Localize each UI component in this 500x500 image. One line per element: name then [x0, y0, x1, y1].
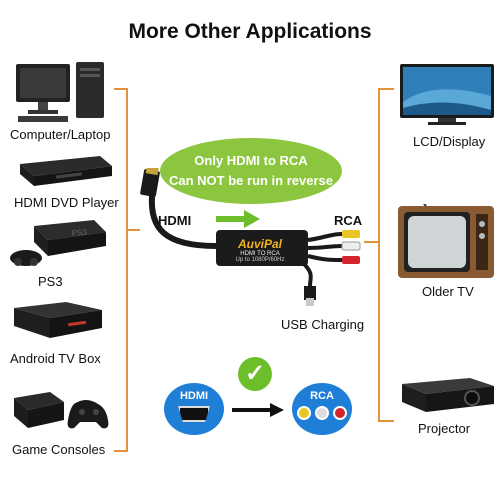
flow-arrow-icon	[232, 403, 284, 417]
adapter-cable-illustration	[140, 168, 361, 306]
rca-badge: RCA	[292, 383, 352, 435]
projector-icon	[402, 378, 494, 412]
rca-label: RCA	[334, 213, 363, 228]
svg-text:PS3: PS3	[71, 227, 88, 238]
right-bracket	[378, 88, 394, 422]
left-bracket	[114, 88, 128, 452]
game-console-icon	[14, 392, 109, 429]
left-connector	[126, 229, 140, 231]
adapter-brand: AuviPal	[237, 237, 282, 251]
left-label-dvd: HDMI DVD Player	[14, 195, 119, 210]
right-connector	[364, 241, 378, 243]
lcd-display-icon	[400, 64, 494, 125]
page-title: More Other Applications	[128, 20, 372, 43]
rca-badge-label: RCA	[310, 390, 334, 402]
tv-box-icon	[14, 302, 102, 338]
old-tv-icon	[398, 204, 494, 278]
computer-icon	[16, 62, 104, 122]
bubble-line-2: Can NOT be run in reverse	[169, 173, 333, 188]
left-label-ps3: PS3	[38, 274, 63, 289]
rca-jacks-icon	[292, 406, 352, 425]
right-label-projector: Projector	[418, 421, 471, 436]
ps3-console-icon: PS3	[10, 220, 106, 266]
right-label-oldtv: Older TV	[422, 284, 474, 299]
reverse-warning-bubble: Only HDMI to RCA Can NOT be run in rever…	[160, 138, 342, 204]
adapter-spec: Up to 1080P/60Hz	[235, 257, 285, 263]
hdmi-port-icon	[178, 406, 210, 422]
right-label-lcd: LCD/Display	[413, 134, 486, 149]
dvd-player-icon	[20, 156, 112, 186]
bubble-line-1: Only HDMI to RCA	[194, 153, 308, 168]
left-label-tvbox: Android TV Box	[10, 351, 101, 366]
check-icon: ✓	[238, 357, 272, 391]
usb-charging-label: USB Charging	[281, 317, 365, 332]
left-label-consoles: Game Consoles	[12, 442, 106, 457]
hdmi-badge: HDMI	[164, 383, 224, 435]
left-label-computer: Computer/Laptop	[10, 127, 111, 142]
adapter-model: HDMI TO RCA	[240, 251, 280, 257]
hdmi-label: HDMI	[158, 213, 192, 228]
hdmi-badge-label: HDMI	[179, 390, 209, 402]
